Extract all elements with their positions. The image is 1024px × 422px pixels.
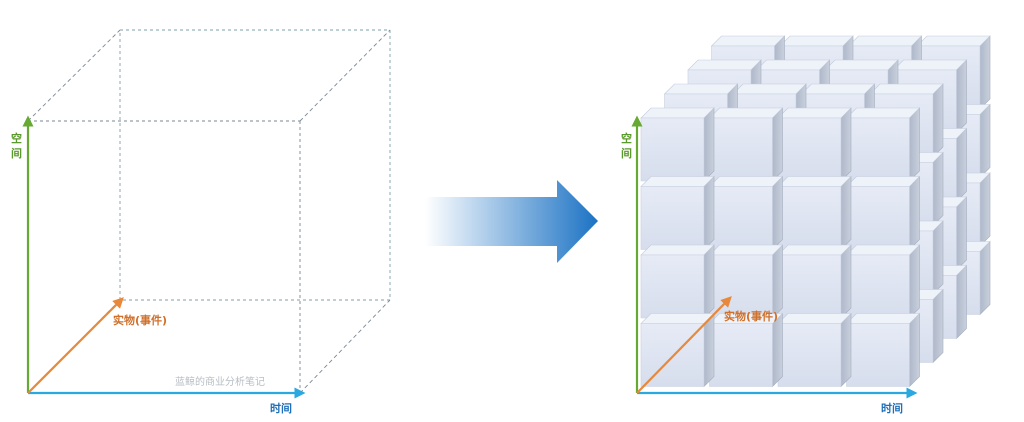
cube-side [979, 240, 991, 316]
cube-front [846, 186, 910, 250]
cube-top [732, 83, 807, 95]
cube-side [909, 244, 920, 319]
cube-side [703, 244, 715, 319]
cube-side [909, 175, 920, 251]
cube-side [909, 107, 920, 182]
cube-top [845, 244, 921, 256]
cube-top [708, 176, 784, 187]
cube-side [840, 107, 852, 182]
cube-side [932, 220, 944, 295]
cube-top [755, 59, 831, 71]
cube-side [932, 151, 944, 227]
cube-top [708, 107, 784, 119]
cube-side [840, 312, 852, 388]
cube-top [800, 83, 876, 95]
cube-top [777, 107, 852, 119]
cube-top [779, 35, 854, 47]
cube-top [892, 59, 968, 71]
left-space-label-char1: 空 [11, 131, 22, 145]
cube-front [709, 323, 773, 387]
left-time-label: 时间 [270, 401, 292, 415]
right-entity-label: 实物(事件) [724, 309, 778, 323]
cube-front [777, 117, 842, 182]
cube-top [845, 313, 921, 324]
cube-top [640, 313, 715, 324]
cube-side [956, 127, 967, 203]
cube-front [709, 117, 773, 182]
right-axes [631, 115, 918, 399]
cube-top [640, 176, 715, 187]
cube-top [663, 83, 739, 95]
cube-side [932, 83, 944, 158]
cube-top [869, 83, 944, 95]
cube-front [640, 117, 705, 182]
right-space-label-char2: 间 [621, 147, 632, 160]
left-entity-label: 实物(事件) [113, 313, 167, 327]
cube-side [979, 35, 991, 110]
cube-side [703, 175, 715, 251]
cube-top [916, 35, 991, 47]
cube-top [640, 107, 715, 119]
left-axes [22, 115, 306, 399]
cube-front [709, 186, 773, 250]
cube-side [840, 244, 852, 319]
cube-top [777, 313, 852, 324]
cube-top [847, 35, 923, 47]
cube-top [824, 59, 899, 71]
cube-top [845, 176, 921, 187]
cube-side [909, 312, 920, 388]
cube-side [979, 103, 991, 179]
transform-arrow [425, 180, 598, 263]
cube-top [710, 35, 786, 47]
cube-side [703, 107, 715, 182]
cube-side [956, 59, 967, 134]
left-space-label-char2: 间 [11, 147, 22, 160]
cube-side [932, 288, 944, 364]
watermark: 蓝鲸的商业分析笔记 [175, 375, 265, 388]
right-cube-grid [640, 35, 991, 388]
right-time-label: 时间 [881, 401, 903, 415]
cube-top [687, 59, 762, 71]
entity-axis [636, 296, 732, 394]
right-space-label-char1: 空 [621, 131, 632, 145]
cube-side [772, 175, 783, 251]
cube-top [777, 176, 852, 187]
cube-side [979, 172, 991, 247]
cube-top [777, 244, 852, 256]
cube-top [708, 244, 784, 256]
cube-front [846, 117, 910, 182]
cube-side [840, 175, 852, 251]
cube-front [777, 323, 842, 387]
cube-top [845, 107, 921, 119]
cube-side [956, 196, 967, 271]
cube-side [772, 107, 783, 182]
entity-axis [27, 297, 124, 394]
cube-front [846, 323, 910, 387]
cube-front [640, 186, 705, 250]
cube-side [956, 264, 967, 340]
cube-front [777, 254, 842, 319]
cube-front [640, 254, 705, 319]
cube-side [772, 312, 783, 388]
cube-front [777, 186, 842, 250]
cube-side [772, 244, 783, 319]
cube-top [640, 244, 715, 256]
cube-front [846, 254, 910, 319]
